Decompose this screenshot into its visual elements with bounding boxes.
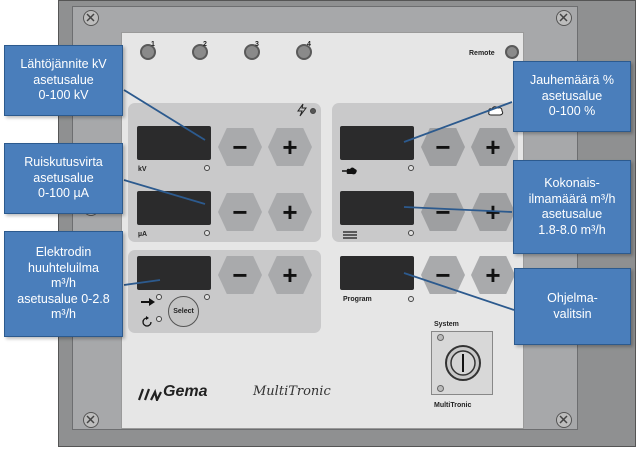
brand-name: MultiTronic: [253, 384, 331, 399]
callout-line: ilmamäärä m³/h: [528, 191, 616, 206]
hv-indicator-led: [310, 108, 316, 114]
callout-line: asetusalue: [541, 207, 603, 221]
callout-line: Kokonais-: [544, 176, 600, 190]
program-display: [340, 256, 414, 290]
callout-line: 1.8-8.0 m³/h: [538, 222, 606, 237]
electrode-plus-button[interactable]: +: [268, 256, 312, 294]
kv-plus-button[interactable]: +: [268, 128, 312, 166]
lightning-icon: [296, 103, 308, 122]
knob-number: 4: [307, 41, 311, 48]
ua-label: µA: [138, 231, 148, 238]
gun-knob-3[interactable]: [244, 44, 260, 60]
callout-line: 0-100 µA: [38, 186, 89, 201]
knob-number: 2: [203, 41, 207, 48]
callout-line: asetusalue: [541, 88, 603, 103]
program-plus-button[interactable]: +: [471, 256, 515, 294]
screw-icon: [556, 10, 572, 26]
callout-line: Ruiskutusvirta: [24, 155, 103, 170]
powder-display: [340, 126, 414, 160]
callout-line: huuhteluilma: [28, 260, 99, 275]
electrode-air-display: [137, 256, 211, 290]
air-flow-icon: [343, 227, 357, 245]
brand-logo: Gema: [163, 383, 208, 400]
select-label: Select: [173, 308, 194, 315]
arrow-right-icon: [141, 293, 155, 311]
callout-line: 0-100 kV: [38, 88, 89, 103]
select-button[interactable]: Select: [168, 296, 199, 327]
remote-label: Remote: [469, 50, 495, 57]
knob-number: 3: [255, 41, 259, 48]
callout-line: Elektrodin: [35, 245, 92, 260]
system-label: System: [434, 321, 459, 328]
program-label: Program: [343, 296, 372, 303]
electrode-mode-led-1: [156, 294, 162, 300]
air-plus-button[interactable]: +: [471, 193, 515, 231]
total-air-led: [408, 230, 414, 236]
kv-minus-button[interactable]: −: [218, 128, 262, 166]
callout-line: Ohjelma-: [547, 291, 598, 305]
powder-cloud-icon: [342, 163, 358, 181]
callout-line: 0-100 %: [548, 104, 596, 119]
callout-total-air: Kokonais- ilmamäärä m³/h asetusalue 1.8-…: [513, 160, 631, 254]
itw-logo-icon: [137, 388, 162, 401]
ua-led: [204, 230, 210, 236]
kv-label: kV: [138, 166, 147, 173]
total-air-display: [340, 191, 414, 225]
air-minus-button[interactable]: −: [421, 193, 465, 231]
callout-line: valitsin: [553, 306, 592, 321]
screw-icon: [437, 334, 444, 341]
callout-program: Ohjelma- valitsin: [514, 268, 631, 345]
program-minus-button[interactable]: −: [421, 256, 465, 294]
electrode-minus-button[interactable]: −: [218, 256, 262, 294]
gun-knob-2[interactable]: [192, 44, 208, 60]
callout-line: asetusalue: [33, 72, 94, 87]
screw-icon: [83, 10, 99, 26]
remote-knob[interactable]: [505, 45, 519, 59]
knob-number: 1: [151, 41, 155, 48]
powder-cloud-icon: [488, 104, 504, 122]
gun-knob-4[interactable]: [296, 44, 312, 60]
callout-line: Jauhemäärä %: [529, 73, 615, 88]
kv-led: [204, 165, 210, 171]
screw-icon: [437, 385, 444, 392]
select-led: [204, 294, 210, 300]
gun-knob-1[interactable]: [140, 44, 156, 60]
ua-display: [137, 191, 211, 225]
callout-powder: Jauhemäärä % asetusalue 0-100 %: [513, 61, 631, 132]
key-switch-icon[interactable]: [445, 345, 481, 381]
callout-line: m³/h: [51, 276, 76, 291]
kv-display: [137, 126, 211, 160]
powder-plus-button[interactable]: +: [471, 128, 515, 166]
callout-electrode-air: Elektrodin huuhteluilma m³/h asetusalue …: [4, 231, 123, 337]
program-led: [408, 296, 414, 302]
callout-line: m³/h: [51, 307, 76, 322]
gema-logo: Gema: [137, 383, 207, 401]
callout-current: Ruiskutusvirta asetusalue 0-100 µA: [4, 143, 123, 214]
electrode-mode-led-2: [156, 316, 162, 322]
rinse-icon: [141, 315, 153, 333]
powder-led: [408, 165, 414, 171]
screw-icon: [556, 412, 572, 428]
system-brand-label: MultiTronic: [434, 402, 472, 409]
ua-minus-button[interactable]: −: [218, 193, 262, 231]
callout-line: asetusalue: [33, 170, 94, 185]
powder-minus-button[interactable]: −: [421, 128, 465, 166]
callout-line: Lähtöjännite kV: [20, 57, 107, 72]
ua-plus-button[interactable]: +: [268, 193, 312, 231]
callout-voltage: Lähtöjännite kV asetusalue 0-100 kV: [4, 45, 123, 116]
screw-icon: [83, 412, 99, 428]
callout-line: asetusalue 0-2.8: [17, 291, 110, 306]
